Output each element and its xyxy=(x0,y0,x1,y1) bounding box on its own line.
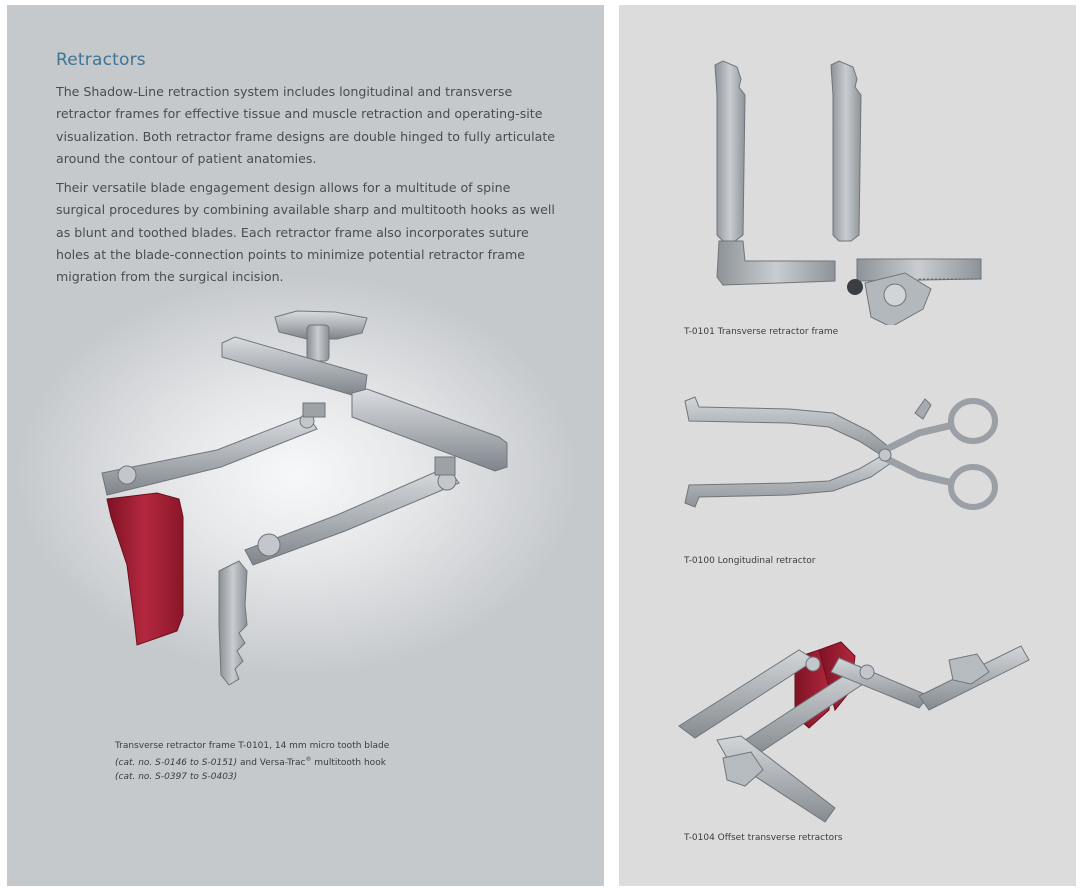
caption-catalog-blade: (cat. no. S-0146 to S-0151) xyxy=(115,758,238,768)
caption-line-2: (cat. no. S-0146 to S-0151) and Versa-Tr… xyxy=(115,753,389,770)
right-page: T-0101 Transverse retractor frame T-0100… xyxy=(619,5,1076,886)
registered-mark: ® xyxy=(305,756,312,763)
transverse-frame-photo xyxy=(714,60,982,325)
caption-t0100: T-0100 Longitudinal retractor xyxy=(684,556,816,566)
main-figure-caption: Transverse retractor frame T-0101, 14 mm… xyxy=(115,739,389,784)
caption-t0104: T-0104 Offset transverse retractors xyxy=(684,833,843,843)
longitudinal-retractor-photo xyxy=(684,396,998,510)
blade-paragraph: Their versatile blade engagement design … xyxy=(56,180,555,285)
page-title: Retractors xyxy=(56,50,146,70)
left-page: Retractors The Shadow-Line retraction sy… xyxy=(7,5,604,886)
offset-retractors-photo xyxy=(678,641,1030,823)
caption-catalog-hook: (cat. no. S-0397 to S-0403) xyxy=(115,772,238,782)
caption-t0101: T-0101 Transverse retractor frame xyxy=(684,327,839,337)
caption-hook-text-b: multitooth hook xyxy=(311,758,386,768)
caption-line-1: Transverse retractor frame T-0101, 14 mm… xyxy=(115,741,390,751)
transverse-retractor-photo xyxy=(101,310,508,686)
caption-hook-text-a: and Versa-Trac xyxy=(237,758,306,768)
intro-paragraph: The Shadow-Line retraction system includ… xyxy=(56,84,556,166)
